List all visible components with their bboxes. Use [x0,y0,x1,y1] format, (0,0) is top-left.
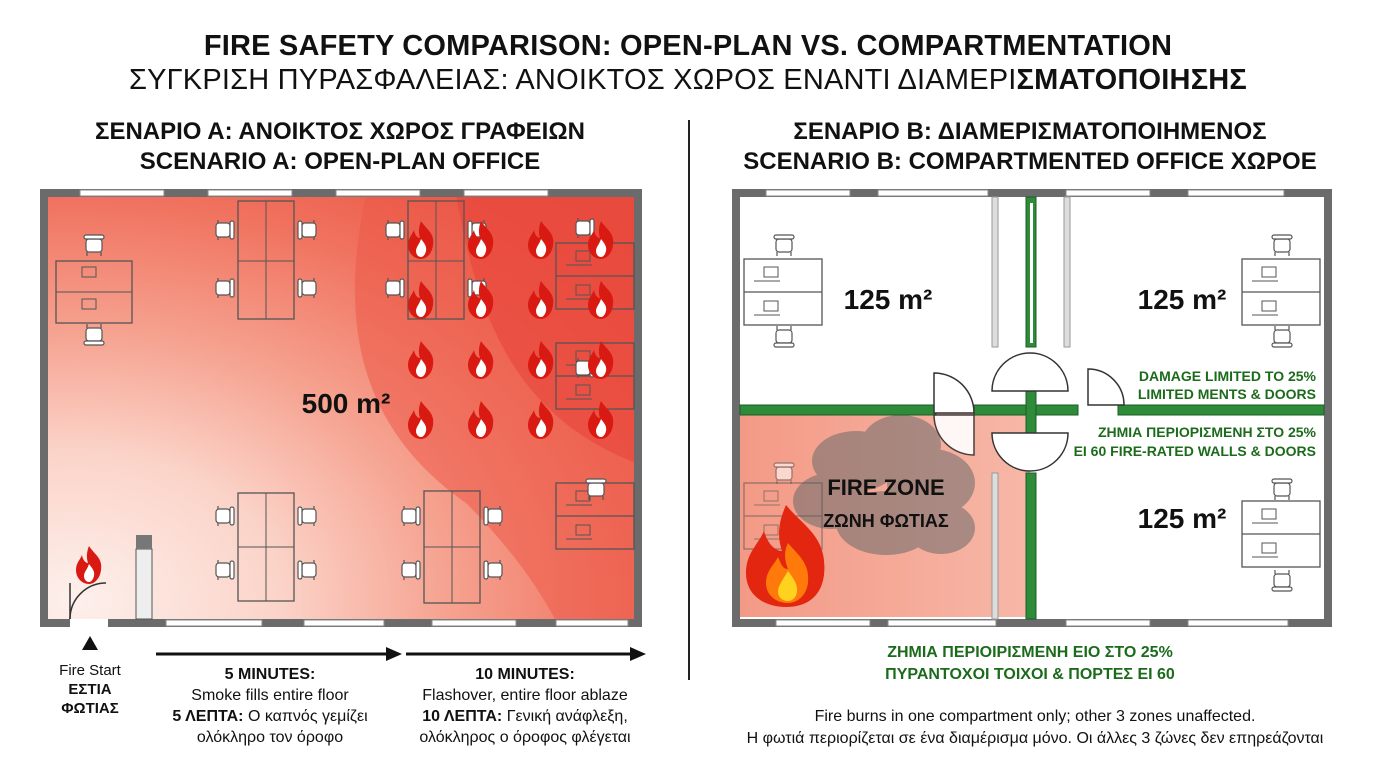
fire-start-marker-icon [82,636,98,650]
timeline-10min-desc-gr-2: ολόκληρος ο όροφος φλέγεται [419,729,631,746]
caption-gr: Η φωτιά περιορίζεται σε ένα διαμέρισμα μ… [746,730,1324,747]
arrow-icon [386,647,402,661]
scenario-a-area: 500 m² [302,388,391,419]
page-title: FIRE SAFETY COMPARISON: OPEN-PLAN VS. CO… [203,30,1173,62]
damage-note-gr-1: ΖΗΜΙΑ ΠΕΡΙΟΡΙΣΜΕΝΗ ΣΤΟ 25% [1098,424,1317,440]
fire-rated-walls [739,196,1325,620]
timeline-5min-title: 5 MINUTES: [224,666,316,683]
timeline-10min-desc-gr: 10 ΛΕΠΤΑ: Γενική ανάφλεξη, [422,708,628,725]
fire-start-label-gr: ΕΣΤΙΑ ΦΩΤΙΑΣ [61,681,119,717]
top-right-table [385,200,487,320]
fire-doors [933,352,1125,472]
bottom-damage-note-2: ΠΥΡΑΝΤΟΧΟΙ ΤΟΙΧΟΙ & ΠΟΡΤΕΣ ΕΙ 60 [885,666,1175,683]
timeline-5min: 5 MINUTES: Smoke fills entire floor 5 ΛΕ… [160,664,380,748]
scenario-b-floorplan: FIRE ZONE ΖΩΝΗ ΦΩΤΙΑΣ 125 m² 125 m² 125 … [732,189,1332,627]
room-area-top-right: 125 m² [1138,284,1227,315]
timeline-5min-desc-gr: 5 ΛΕΠΤΑ: Ο καπνός γεμίζει [172,708,368,725]
bottom-center-table [215,492,317,602]
bottom-right-table [401,490,503,604]
room-area-top-left: 125 m² [844,284,933,315]
arrow-icon [630,647,646,661]
timeline-10min-title: 10 MINUTES: [475,666,575,683]
big-flame-icon [746,505,825,607]
scenario-a-floorplan: 500 m² [40,189,642,627]
smoke-cloud [793,415,975,555]
fire-start-label-en: Fire Start [59,662,121,679]
scenario-b-caption: Fire burns in one compartment only; othe… [700,706,1370,750]
scenario-a-heading-gr: ΣΕΝΑΡΙΟ Α: ΑΝΟΙΚΤΟΣ ΧΩΡΟΣ ΓΡΑΦΕΙΩΝ [95,118,585,145]
scenario-b-heading-en: SCENARIO B: COMPARTMENTED OFFICE ΧΩΡΟΕ [743,148,1317,175]
timeline-5min-desc-gr-2: ολόκληρο τον όροφο [196,729,344,746]
exterior-walls [40,189,642,627]
exterior-walls [732,189,1332,627]
scenario-a-heading-en: SCENARIO A: OPEN-PLAN OFFICE [139,148,541,175]
timeline-5min-desc-en: Smoke fills entire floor [191,687,349,704]
timeline-10min: 10 MINUTES: Flashover, entire floor abla… [400,664,650,748]
page-subtitle: ΣΥΓΚΡΙΣΗ ΠΥΡΑΣΦΑΛΕΙΑΣ: ΑΝΟΙΚΤΟΣ ΧΩΡΟΣ ΕΝ… [0,64,1376,97]
damage-note-gr-2: EI 60 FIRE-RATED WALLS & DOORS [1074,443,1316,459]
top-center-table [215,200,317,320]
subtitle-regular: ΣΥΓΚΡΙΣΗ ΠΥΡΑΣΦΑΛΕΙΑΣ: ΑΝΟΙΚΤΟΣ ΧΩΡΟΣ ΕΝ… [128,64,1017,96]
damage-note-en-1: DAMAGE LIMITED TO 25% [1139,368,1317,384]
timeline-arrows [156,647,646,661]
bottom-damage-note-1: ΖΗΜΙΑ ΠΕΡΙΟΙΡΙΣΜΕΝΗ ΕΙΟ ΣΤΟ 25% [887,644,1173,661]
scenario-b-heading-gr: ΣΕΝΑΡΙΟ Β: ΔΙΑΜΕΡΙΣΜΑΤΟΠΟΙΗΜΕΝΟΣ [793,118,1267,145]
damage-note-en-2: LIMITED MENTS & DOORS [1138,386,1316,402]
left-desks [55,234,133,346]
scenario-a-heading: ΣΕΝΑΡΙΟ Α: ΑΝΟΙΚΤΟΣ ΧΩΡΟΣ ΓΡΑΦΕΙΩΝ SCENA… [40,117,640,177]
fire-zone-label-en: FIRE ZONE [827,475,944,500]
fire-zone-label-gr: ΖΩΝΗ ΦΩΤΙΑΣ [823,511,949,531]
fire-start-label: Fire Start ΕΣΤΙΑ ΦΩΤΙΑΣ [40,661,140,718]
subtitle-bold: ΣΜΑΤΟΠΟΙΗΣΗΣ [1016,64,1248,96]
room-area-bottom-right: 125 m² [1138,503,1227,534]
bottom-damage-note: ΖΗΜΙΑ ΠΕΡΙΟΙΡΙΣΜΕΝΗ ΕΙΟ ΣΤΟ 25% ΠΥΡΑΝΤΟΧ… [730,642,1330,686]
panel-divider [688,120,690,680]
caption-en: Fire burns in one compartment only; othe… [814,708,1256,725]
scenario-b-heading: ΣΕΝΑΡΙΟ Β: ΔΙΑΜΕΡΙΣΜΑΤΟΠΟΙΗΜΕΝΟΣ SCENARI… [730,117,1330,177]
timeline-10min-desc-en: Flashover, entire floor ablaze [422,687,628,704]
